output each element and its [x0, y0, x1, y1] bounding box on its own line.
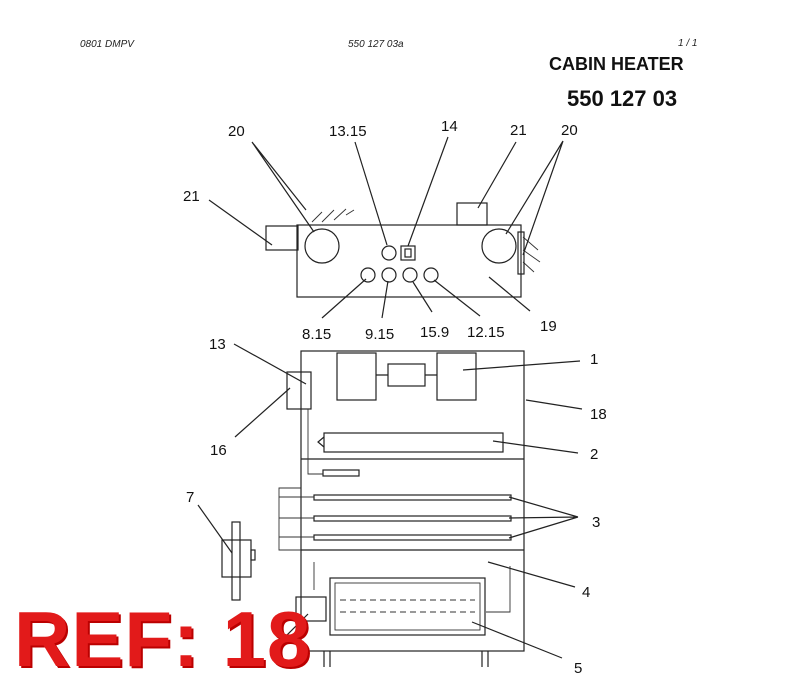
leader-13 [233, 343, 307, 385]
leader-5 [471, 621, 563, 659]
leader-13-15 [354, 141, 388, 246]
callout-16: 16 [210, 442, 227, 459]
fan-housing-right [436, 352, 477, 401]
element-2-end [317, 436, 325, 448]
leader-21-right [477, 141, 517, 209]
callout-20-left: 20 [228, 123, 245, 140]
callout-21-left: 21 [183, 188, 200, 205]
control-panel-view [208, 136, 564, 319]
callout-19: 19 [540, 318, 557, 335]
callout-9-15: 9.15 [365, 326, 394, 343]
element-wiring [278, 487, 314, 551]
indicator-15-9 [402, 267, 418, 283]
side-control-box [286, 371, 312, 410]
leader-16 [234, 387, 291, 438]
leader-7 [197, 504, 233, 554]
leader-9-15 [381, 280, 389, 319]
callout-1: 1 [590, 351, 598, 368]
fan-housing-left [336, 352, 377, 401]
callout-15-9: 15.9 [420, 324, 449, 341]
switch-14-inner [404, 248, 412, 258]
heating-element-c [313, 534, 512, 541]
callout-4: 4 [582, 584, 590, 601]
leader-15-9 [412, 281, 433, 313]
ref-stamp: REF: 18 [14, 595, 312, 683]
header-page-number: 1 / 1 [678, 38, 698, 49]
callout-12-15: 12.15 [467, 324, 505, 341]
right-knob [481, 228, 517, 264]
page-part-number: 550 127 03 [567, 86, 678, 111]
thermostat-tab [250, 549, 256, 561]
right-hatch [522, 236, 541, 273]
callout-2: 2 [590, 446, 598, 463]
page-title: CABIN HEATER [549, 54, 684, 74]
filter-dashes [340, 599, 475, 613]
leader-18 [525, 399, 583, 410]
leader-20-right [505, 140, 564, 256]
callout-20-right: 20 [561, 122, 578, 139]
small-bracket [322, 469, 360, 477]
header-part-number: 550 127 03a [348, 39, 404, 50]
leader-12-15 [433, 279, 481, 317]
callout-5: 5 [574, 660, 582, 677]
indicator-8-15 [360, 267, 376, 283]
fan-motor [387, 363, 426, 387]
callout-8-15: 8.15 [302, 326, 331, 343]
callout-13-15: 13.15 [329, 123, 367, 140]
filter-box [329, 577, 486, 636]
switch-14 [400, 245, 416, 261]
left-connector [265, 225, 299, 251]
indicator-13-15 [381, 245, 397, 261]
callout-21-right: 21 [510, 122, 527, 139]
left-knob [304, 228, 340, 264]
element-2 [323, 432, 504, 453]
internal-wire [307, 409, 323, 475]
callout-13: 13 [209, 336, 226, 353]
leader-8-15 [321, 278, 367, 319]
leader-20-left [251, 141, 315, 233]
heating-element-a [313, 494, 512, 501]
filter-box-inner [334, 582, 481, 631]
callout-14: 14 [441, 118, 458, 135]
callout-7: 7 [186, 489, 194, 506]
frame-feet [323, 651, 489, 667]
control-panel-housing [296, 224, 522, 298]
heater-body-view [197, 343, 583, 667]
indicator-12-15 [423, 267, 439, 283]
header-doc-code: 0801 DMPV [80, 39, 134, 50]
thermostat-rod [231, 521, 241, 601]
leader-21-left [208, 199, 273, 246]
heater-frame [300, 350, 525, 652]
callout-18: 18 [590, 406, 607, 423]
leader-ref [271, 613, 309, 651]
leader-4 [487, 561, 576, 588]
leader-1 [462, 360, 581, 371]
indicator-9-15 [381, 267, 397, 283]
leader-3 [508, 496, 579, 539]
callout-3: 3 [592, 514, 600, 531]
lower-duct [313, 562, 511, 613]
right-connector [456, 202, 488, 226]
left-hatch [311, 208, 355, 223]
heating-element-b [313, 515, 512, 522]
leader-2 [492, 440, 579, 454]
leader-14 [407, 136, 449, 247]
leader-19 [488, 276, 531, 312]
filter-connector [295, 596, 327, 622]
body-dividers [301, 458, 524, 551]
